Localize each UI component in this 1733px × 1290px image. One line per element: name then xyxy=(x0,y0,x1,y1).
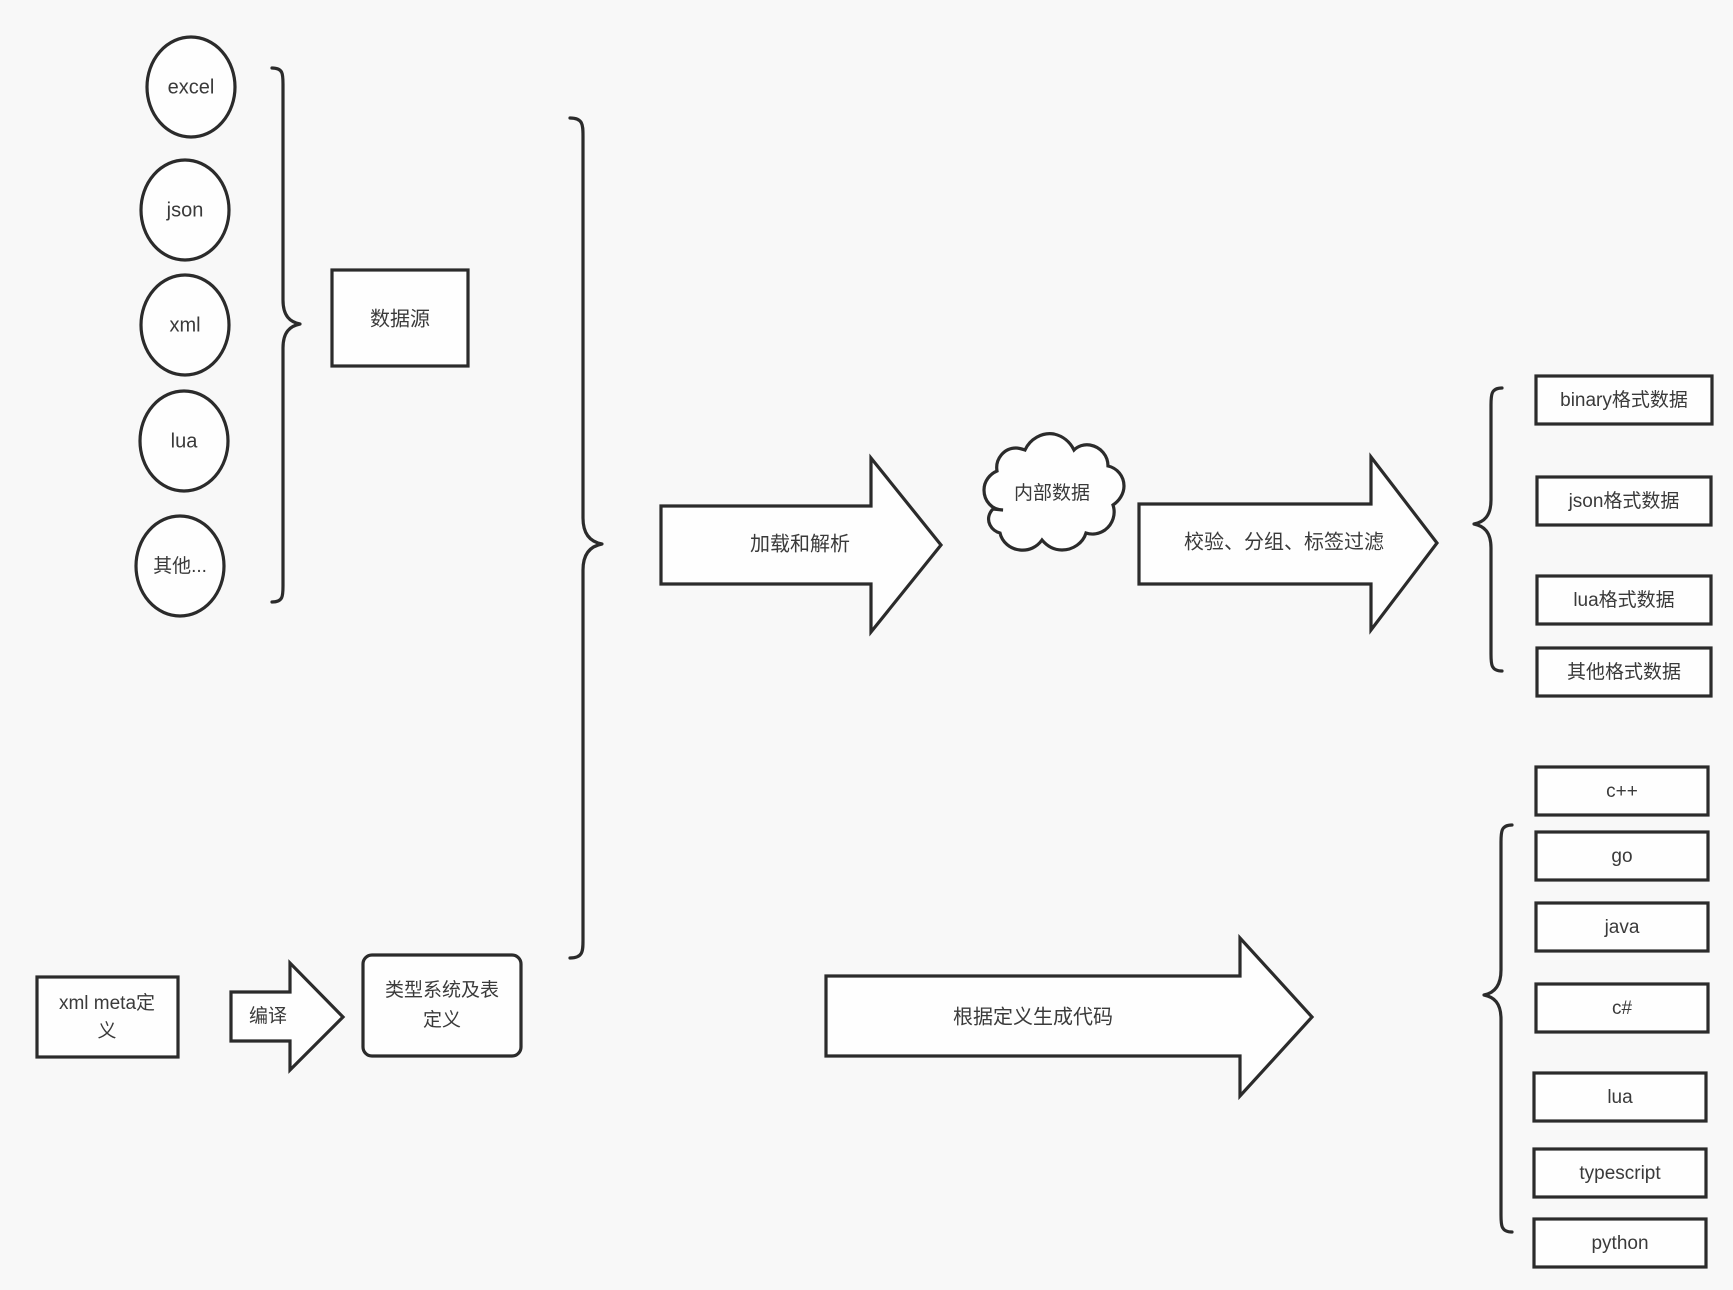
output-language-label-typescript: typescript xyxy=(1579,1163,1661,1184)
output-language-box-lua[interactable]: lua xyxy=(1532,1071,1708,1123)
xml-meta-label-line1: xml meta定 xyxy=(59,992,155,1014)
source-node-xml[interactable]: xml xyxy=(139,273,231,377)
output-format-label-other: 其他格式数据 xyxy=(1567,661,1681,683)
output-language-box-python[interactable]: python xyxy=(1532,1217,1708,1269)
load-parse-arrow-label: 加载和解析 xyxy=(750,532,850,555)
source-node-json[interactable]: json xyxy=(139,158,231,262)
output-format-label-binary: binary格式数据 xyxy=(1560,389,1688,411)
type-system-box[interactable]: 类型系统及表 定义 xyxy=(361,953,523,1058)
output-language-label-lua: lua xyxy=(1607,1087,1633,1108)
pipeline-input-brace xyxy=(568,116,604,960)
source-label-other: 其他... xyxy=(153,555,207,577)
output-language-label-cpp: c++ xyxy=(1606,781,1638,802)
source-node-lua[interactable]: lua xyxy=(138,389,230,493)
output-format-box-binary[interactable]: binary格式数据 xyxy=(1534,374,1714,426)
output-format-box-other[interactable]: 其他格式数据 xyxy=(1535,646,1713,698)
output-format-box-json[interactable]: json格式数据 xyxy=(1535,475,1713,527)
validate-filter-arrow[interactable]: 校验、分组、标签过滤 xyxy=(1137,452,1440,635)
source-label-xml: xml xyxy=(169,314,200,336)
output-format-box-lua[interactable]: lua格式数据 xyxy=(1535,574,1713,626)
codegen-arrow[interactable]: 根据定义生成代码 xyxy=(824,933,1315,1101)
output-language-label-go: go xyxy=(1611,846,1632,867)
validate-filter-arrow-label: 校验、分组、标签过滤 xyxy=(1184,530,1384,553)
source-node-other[interactable]: 其他... xyxy=(134,514,226,618)
output-language-box-go[interactable]: go xyxy=(1534,830,1710,882)
source-group-brace xyxy=(270,66,302,604)
output-formats-brace xyxy=(1472,386,1504,673)
compile-arrow-label: 编译 xyxy=(249,1005,287,1027)
output-language-label-java: java xyxy=(1604,917,1640,938)
output-format-label-lua: lua格式数据 xyxy=(1573,589,1674,611)
output-language-label-python: python xyxy=(1591,1233,1648,1254)
load-parse-arrow[interactable]: 加载和解析 xyxy=(659,453,944,637)
source-label-lua: lua xyxy=(171,430,199,452)
source-label-json: json xyxy=(166,199,204,221)
output-language-label-csharp: c# xyxy=(1612,998,1633,1019)
output-language-box-java[interactable]: java xyxy=(1534,901,1710,953)
codegen-arrow-label: 根据定义生成代码 xyxy=(953,1005,1113,1028)
xml-meta-box[interactable]: xml meta定 义 xyxy=(35,975,180,1059)
output-languages-brace xyxy=(1482,823,1514,1234)
xml-meta-label-line2: 义 xyxy=(97,1020,116,1042)
internal-data-cloud[interactable]: 内部数据 xyxy=(982,432,1126,552)
data-source-box[interactable]: 数据源 xyxy=(330,268,470,368)
type-system-label-line1: 类型系统及表 xyxy=(385,979,499,1001)
output-language-box-cpp[interactable]: c++ xyxy=(1534,765,1710,817)
internal-data-label: 内部数据 xyxy=(1014,482,1090,504)
data-source-label: 数据源 xyxy=(370,307,430,330)
type-system-label-line2: 定义 xyxy=(423,1009,461,1031)
compile-arrow[interactable]: 编译 xyxy=(229,959,346,1074)
output-language-box-typescript[interactable]: typescript xyxy=(1532,1147,1708,1199)
output-format-label-json: json格式数据 xyxy=(1568,490,1680,512)
output-language-box-csharp[interactable]: c# xyxy=(1534,982,1710,1034)
source-node-excel[interactable]: excel xyxy=(145,35,237,139)
source-label-excel: excel xyxy=(168,76,215,98)
